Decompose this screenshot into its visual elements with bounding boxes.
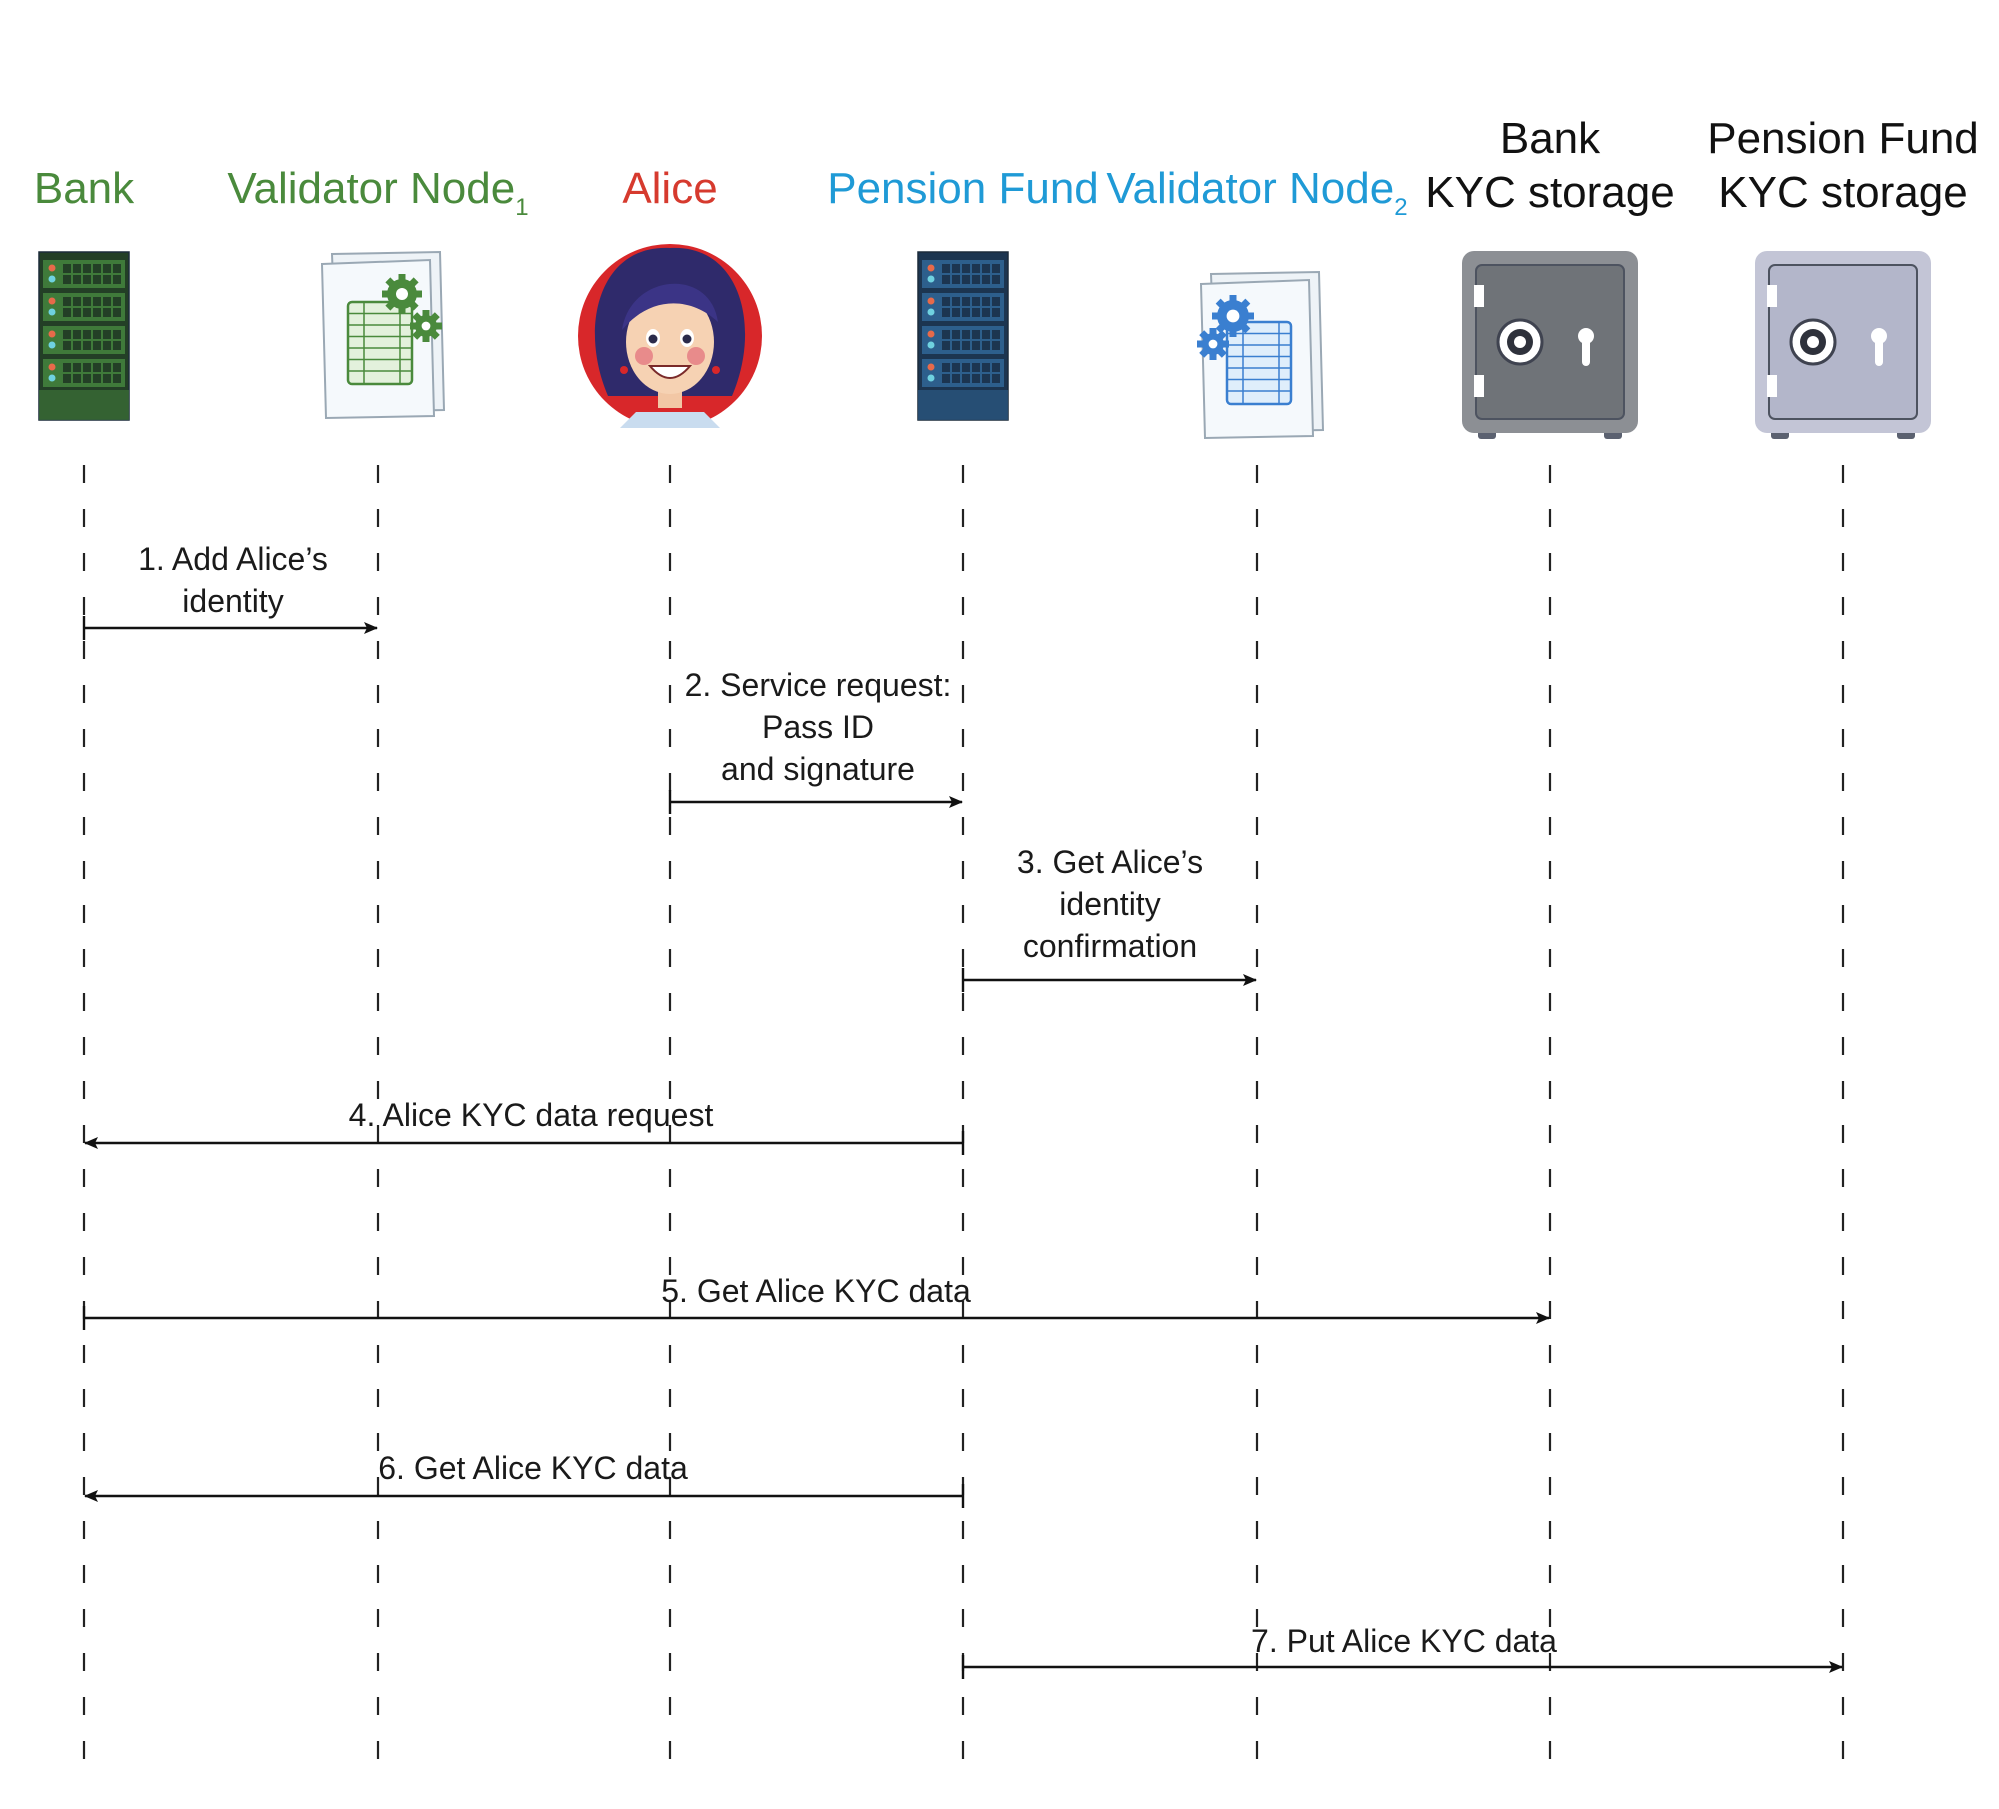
participant-label-bank: Bank (0, 162, 264, 216)
participant-label-validator2: Validator Node2 (1077, 162, 1437, 220)
message-label-line: 4. Alice KYC data request (348, 1097, 714, 1133)
message-label-line: 1. Add Alice’s (138, 541, 328, 577)
message-label: 5. Get Alice KYC data (566, 1270, 1066, 1312)
participant-name-line2: KYC storage (1718, 168, 1968, 217)
participant-label-alice: Alice (490, 162, 850, 216)
message-label: 4. Alice KYC data request (281, 1094, 781, 1136)
message-label-line: 5. Get Alice KYC data (661, 1273, 971, 1309)
message-label-line: 2. Service request: (684, 667, 952, 703)
message-label-line: 3. Get Alice’s (1016, 844, 1204, 880)
message-label-line: 6. Get Alice KYC data (378, 1450, 688, 1486)
ledger-gears-icon-green (320, 250, 446, 420)
participant-subscript: 2 (1394, 194, 1408, 221)
message-label-line: identity (1059, 886, 1161, 922)
participant-name: Bank (33, 164, 135, 213)
message-label-line: identity (182, 583, 284, 619)
ledger-gears-icon-blue (1197, 270, 1325, 440)
server-rack-icon-blue (917, 251, 1009, 421)
participant-subscript: 1 (515, 194, 529, 221)
message-label-line: and signature (721, 751, 915, 787)
participant-name-line2: KYC storage (1425, 168, 1675, 217)
participant-label-pension_fund: Pension Fund (783, 162, 1143, 216)
message-label-line: Pass ID (761, 709, 875, 745)
participant-name: Bank (1499, 114, 1601, 163)
participant-label-validator1: Validator Node1 (198, 162, 558, 220)
message-label-line: confirmation (1022, 928, 1198, 964)
participant-name: Pension Fund (827, 164, 1099, 213)
participant-name: Validator Node (227, 164, 516, 213)
participant-name: Validator Node (1106, 164, 1395, 213)
message-label: 1. Add Alice’s identity (0, 538, 483, 622)
safe-icon-light (1755, 251, 1931, 439)
participant-name: Alice (622, 164, 718, 213)
message-label: 7. Put Alice KYC data (1154, 1620, 1654, 1662)
safe-icon-dark (1462, 251, 1638, 439)
message-label: 6. Get Alice KYC data (283, 1447, 783, 1489)
message-label: 2. Service request: Pass ID and signature (568, 664, 1068, 790)
alice-avatar-icon (578, 244, 762, 428)
participant-name: Pension Fund (1707, 114, 1979, 163)
message-label-line: 7. Put Alice KYC data (1251, 1623, 1557, 1659)
message-label: 3. Get Alice’s identity confirmation (860, 841, 1360, 967)
server-rack-icon-green (38, 251, 130, 421)
